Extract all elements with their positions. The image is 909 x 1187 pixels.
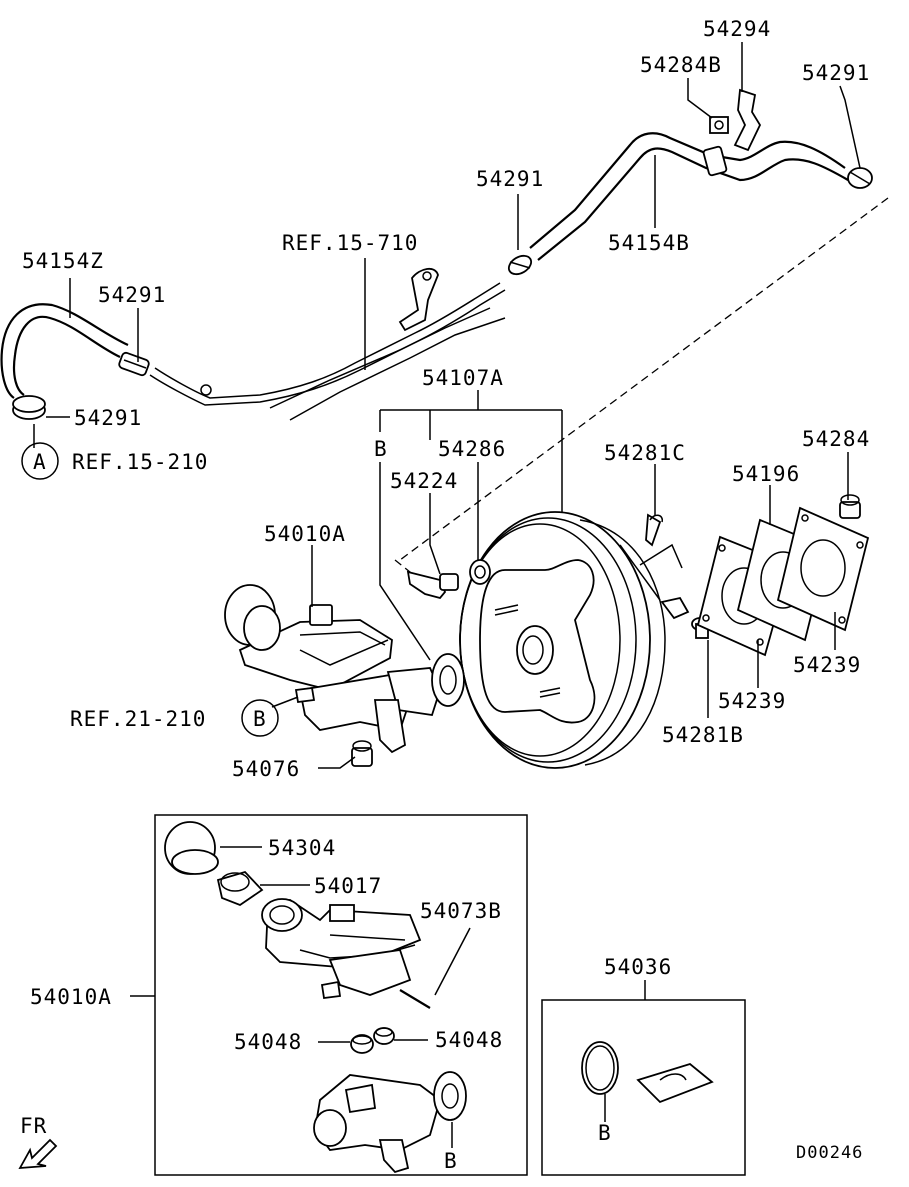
grommet-54048-left: [350, 1034, 374, 1054]
label-54076: 54076: [232, 757, 300, 781]
label-54239-mid: 54239: [718, 689, 786, 713]
detail-box-master-cylinder: [154, 814, 528, 1176]
label-B-group: B: [374, 437, 388, 461]
label-54304: 54304: [268, 836, 336, 860]
label-54154Z: 54154Z: [22, 249, 104, 273]
label-54224: 54224: [390, 469, 458, 493]
label-54017: 54017: [314, 874, 382, 898]
label-54010A-top: 54010A: [264, 522, 346, 546]
nut-54076: [351, 740, 373, 767]
label-54284: 54284: [802, 427, 870, 451]
hose-clamp-top-right: [847, 167, 873, 189]
brake-booster: [459, 511, 690, 769]
label-54010A-box: 54010A: [30, 985, 112, 1009]
alignment-dashed-line: [399, 197, 889, 561]
bolt-54284B: [709, 116, 729, 134]
check-valve-54224: [406, 570, 459, 600]
label-54291-top-right: 54291: [802, 61, 870, 85]
hose-clamp-bottom-left: [12, 395, 46, 420]
o-ring-54286: [469, 559, 491, 585]
strainer-54017: [216, 870, 264, 907]
hose-clamp-mid: [507, 254, 533, 276]
label-ref-15-710: REF.15-710: [282, 231, 418, 255]
label-54196: 54196: [732, 462, 800, 486]
label-54291-bottom-left: 54291: [74, 406, 142, 430]
label-54286: 54286: [438, 437, 506, 461]
nut-54284: [839, 494, 861, 519]
grommet-54048-right: [373, 1027, 395, 1045]
label-B-kit: B: [598, 1121, 612, 1145]
front-direction-arrow: [18, 1138, 58, 1170]
label-54284B: 54284B: [640, 53, 722, 77]
label-54107A: 54107A: [422, 366, 504, 390]
label-FR: FR: [20, 1114, 47, 1138]
master-cylinder-top: [224, 584, 465, 754]
label-54294: 54294: [703, 17, 771, 41]
reference-circle-A: [21, 442, 59, 480]
hose-clamp-left: [118, 351, 150, 377]
label-ref-15-210: REF.15-210: [72, 450, 208, 474]
clevis-pin-54281C: [645, 513, 664, 547]
repair-kit-54036: [581, 1041, 714, 1104]
diagram-id: D00246: [796, 1143, 863, 1163]
detail-box-repair-kit: [541, 999, 746, 1176]
label-ref-21-210: REF.21-210: [70, 707, 206, 731]
label-54291-left: 54291: [98, 283, 166, 307]
label-54281B: 54281B: [662, 723, 744, 747]
gasket-54239-outer: [776, 506, 870, 632]
reservoir-cap-54304: [164, 821, 219, 875]
label-54281C: 54281C: [604, 441, 686, 465]
label-54154B: 54154B: [608, 231, 690, 255]
label-54048-right: 54048: [435, 1028, 503, 1052]
label-54036: 54036: [604, 955, 672, 979]
label-54239-right: 54239: [793, 653, 861, 677]
label-circle-A: A: [33, 450, 47, 474]
label-B-box: B: [444, 1149, 458, 1173]
label-54048-left: 54048: [234, 1030, 302, 1054]
reference-circle-B: [241, 699, 279, 737]
label-54291-mid: 54291: [476, 167, 544, 191]
label-54073B: 54073B: [420, 899, 502, 923]
leader-lines: [33, 42, 861, 769]
master-cylinder-detail: [164, 821, 471, 1174]
label-circle-B: B: [253, 707, 267, 731]
vacuum-hose-assembly: [0, 88, 873, 421]
